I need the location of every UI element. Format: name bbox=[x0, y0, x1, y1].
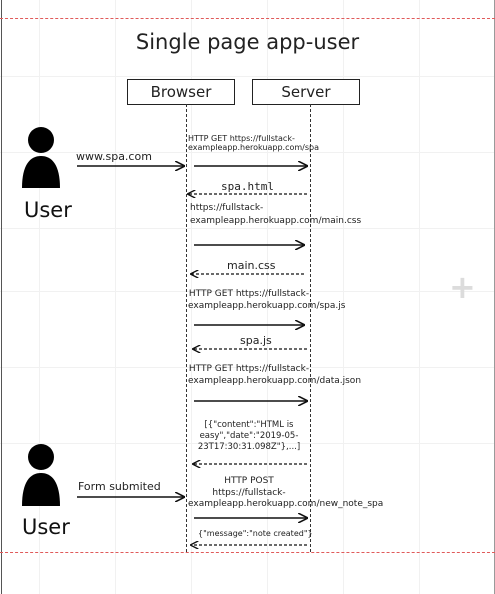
grid-line bbox=[343, 0, 344, 594]
grid-line bbox=[191, 0, 192, 594]
message-label: {"message":"note created"} bbox=[198, 529, 313, 538]
person-icon bbox=[22, 444, 60, 506]
message-label: HTTP GET https://fullstack-exampleapp.he… bbox=[188, 364, 362, 386]
grid-line bbox=[419, 0, 420, 594]
grid-line bbox=[0, 291, 495, 292]
grid-line bbox=[0, 367, 495, 368]
message-label: spa.js bbox=[240, 334, 272, 347]
grid-line bbox=[0, 76, 495, 77]
message-label: HTTP GET https://fullstack-exampleapp.he… bbox=[188, 134, 320, 152]
plus-icon[interactable]: + bbox=[449, 268, 476, 306]
message-label: HTTP POST https://fullstack-exampleapp.h… bbox=[188, 476, 384, 509]
participant-server[interactable]: Server bbox=[252, 79, 360, 105]
grid-line bbox=[0, 152, 495, 153]
message-label: https://fullstack-exampleapp.herokuapp.c… bbox=[190, 203, 362, 226]
actor-message-label: Form submited bbox=[78, 480, 161, 493]
grid-line bbox=[0, 443, 495, 444]
grid-line bbox=[115, 0, 116, 594]
browser-lifeline bbox=[186, 104, 187, 552]
actor-message-label: www.spa.com bbox=[76, 150, 152, 163]
grid-line bbox=[267, 0, 268, 594]
actor-label: User bbox=[24, 198, 72, 222]
participant-browser[interactable]: Browser bbox=[127, 79, 235, 105]
canvas-left-edge bbox=[1, 0, 2, 594]
message-label: main.css bbox=[227, 259, 276, 272]
diagram-title: Single page app-user bbox=[135, 30, 360, 54]
actor-label: User bbox=[22, 515, 70, 539]
server-lifeline bbox=[310, 104, 311, 552]
message-label: [{"content":"HTML is easy","date":"2019-… bbox=[197, 420, 301, 452]
person-icon bbox=[22, 127, 60, 188]
grid-line bbox=[0, 228, 495, 229]
message-label: spa.html bbox=[221, 180, 274, 193]
page-break-line-top bbox=[0, 18, 495, 19]
grid-line bbox=[39, 0, 40, 594]
message-label: HTTP GET https://fullstack-exampleapp.he… bbox=[188, 289, 346, 311]
page-break-line-bottom bbox=[0, 552, 495, 553]
